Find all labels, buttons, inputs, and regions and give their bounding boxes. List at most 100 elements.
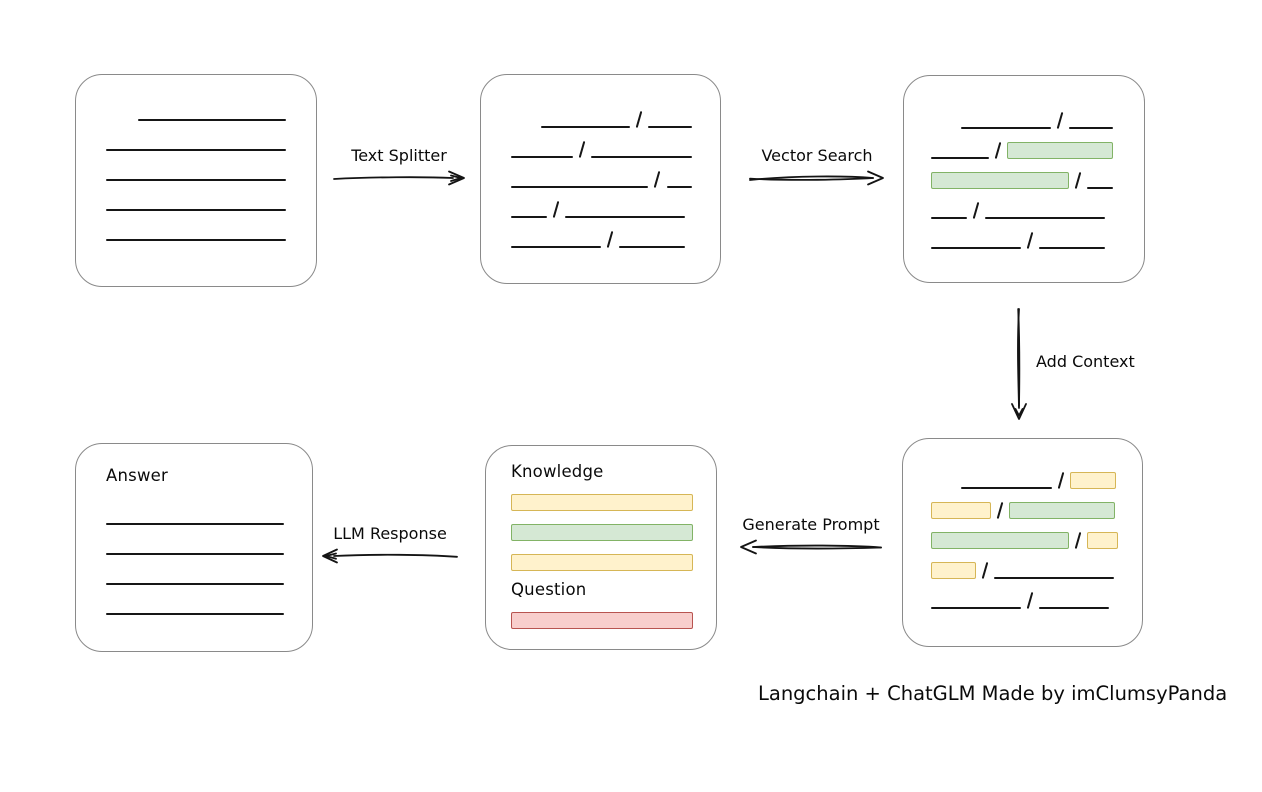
text-row [511, 128, 692, 158]
text-line [619, 246, 686, 248]
text-row [511, 481, 693, 511]
box-source-document [75, 74, 317, 287]
text-line [1069, 127, 1114, 129]
text-row [931, 549, 1116, 579]
box-prompt: Knowledge Question [485, 445, 717, 650]
text-line [511, 246, 601, 248]
green-highlight-bar [931, 532, 1069, 549]
slash-separator [1026, 592, 1034, 609]
text-row [106, 525, 284, 555]
yellow-highlight-bar [931, 562, 976, 579]
text-row [931, 99, 1118, 129]
text-line [931, 607, 1021, 609]
text-row [106, 151, 288, 181]
text-line [565, 216, 686, 218]
question-bars [511, 599, 693, 629]
split-document-lines [511, 98, 692, 248]
right-arrow-icon [749, 170, 884, 186]
answer-lines [106, 495, 284, 615]
text-row [511, 511, 693, 541]
slash-separator [994, 142, 1002, 159]
left-arrow-icon [740, 539, 882, 555]
text-line [138, 119, 286, 121]
slash-separator [606, 231, 614, 248]
text-line [511, 186, 649, 188]
slash-separator [1056, 112, 1064, 129]
text-row [511, 218, 692, 248]
diagram-caption: Langchain + ChatGLM Made by imClumsyPand… [758, 682, 1228, 705]
text-row [931, 489, 1116, 519]
add-context-label: Add Context [1036, 352, 1135, 371]
text-line [106, 239, 286, 241]
text-row [106, 91, 288, 121]
slash-separator [552, 201, 560, 218]
text-line [106, 179, 286, 181]
yellow-highlight-bar [1087, 532, 1119, 549]
yellow-highlight-bar [511, 494, 693, 511]
yellow-highlight-bar [931, 502, 991, 519]
green-highlight-bar [931, 172, 1069, 189]
text-line [106, 583, 284, 585]
text-line [1039, 247, 1106, 249]
llm-response-label: LLM Response [333, 524, 447, 543]
text-row [931, 519, 1119, 549]
text-row [511, 158, 692, 188]
text-line [961, 127, 1051, 129]
text-row [931, 219, 1118, 249]
text-line [1087, 187, 1114, 189]
knowledge-bars [511, 481, 693, 571]
text-line [106, 209, 286, 211]
text-row [931, 129, 1118, 159]
green-highlight-bar [1007, 142, 1114, 159]
text-row [106, 181, 288, 211]
text-line [666, 186, 692, 188]
answer-label: Answer [106, 466, 168, 485]
green-highlight-bar [1009, 502, 1116, 519]
generate-prompt-label: Generate Prompt [742, 515, 880, 534]
text-line [511, 216, 547, 218]
slash-separator [1074, 172, 1082, 189]
text-row [931, 459, 1116, 489]
text-line [106, 523, 284, 525]
text-line [591, 156, 692, 158]
context-document-lines [931, 459, 1119, 609]
slash-separator [654, 171, 661, 188]
vector-search-label: Vector Search [761, 146, 873, 165]
box-vector-search-result [903, 75, 1145, 283]
text-row [511, 98, 692, 128]
text-line [931, 247, 1021, 249]
text-row [106, 121, 288, 151]
text-row [106, 211, 288, 241]
arrow-llm-response: LLM Response [320, 524, 460, 567]
arrow-text-splitter: Text Splitter [331, 146, 467, 189]
text-line [994, 577, 1115, 579]
text-line [106, 149, 286, 151]
text-line [106, 613, 284, 615]
vector-result-lines [931, 99, 1118, 249]
slash-separator [578, 141, 586, 158]
knowledge-label: Knowledge [511, 462, 604, 481]
text-line [511, 156, 574, 158]
slash-separator [981, 562, 989, 579]
arrow-generate-prompt: Generate Prompt [737, 515, 885, 558]
question-label: Question [511, 580, 587, 599]
right-arrow-icon [333, 170, 465, 186]
slash-separator [1026, 232, 1034, 249]
text-row [511, 541, 693, 571]
red-highlight-bar [511, 612, 693, 629]
text-row [106, 555, 284, 585]
slash-separator [1074, 532, 1082, 549]
text-row [511, 188, 692, 218]
yellow-highlight-bar [1070, 472, 1116, 489]
text-line [931, 157, 989, 159]
text-row [106, 495, 284, 525]
text-row [931, 159, 1118, 189]
box-answer: Answer [75, 443, 313, 652]
text-line [648, 126, 692, 128]
left-arrow-icon [322, 548, 458, 564]
slash-separator [1057, 472, 1065, 489]
text-row [931, 579, 1116, 609]
yellow-highlight-bar [511, 554, 693, 571]
box-context-document [902, 438, 1143, 647]
